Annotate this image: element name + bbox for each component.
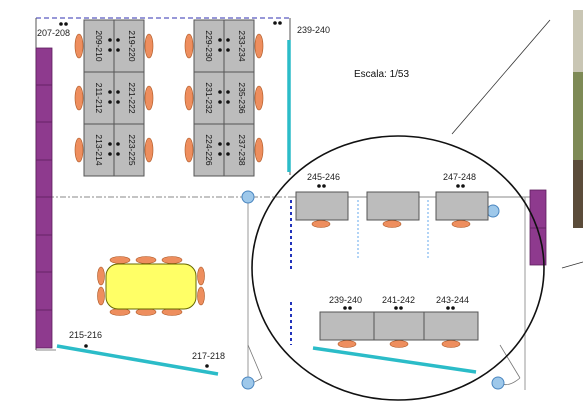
seat-label-243-244: 243-244: [436, 295, 469, 305]
column-marker: [486, 204, 500, 218]
meeting-table: [97, 256, 205, 316]
desk-label: 237-238: [237, 134, 247, 165]
desk-block-right: [184, 19, 264, 177]
leader-line-top: [451, 19, 551, 135]
desk-label: 229-230: [204, 30, 214, 61]
desk-label: 219-220: [127, 30, 137, 61]
desk-label: 223-225: [127, 134, 137, 165]
desk-label: 213-214: [94, 134, 104, 165]
seat-label-247-248: 247-248: [443, 172, 476, 182]
desk-label: 235-236: [237, 82, 247, 113]
seat-label-245-246: 245-246: [307, 172, 340, 182]
occupancy-dots: [59, 21, 282, 368]
cabinet-column-left: [35, 47, 53, 349]
door-swing-right: [499, 344, 521, 386]
seat-label-239-240-bottom: 239-240: [329, 295, 362, 305]
inset-photo-top: [573, 10, 583, 72]
inset-photo-middle: [573, 72, 583, 160]
column-marker: [241, 376, 255, 390]
desk-row-lower-right: [319, 306, 479, 348]
desk-label: 211-212: [94, 83, 104, 114]
seat-label-239-240-top: 239-240: [297, 25, 330, 35]
desk-label: 224-226: [204, 134, 214, 165]
seat-label-215-216: 215-216: [69, 330, 102, 340]
cyan-partition-bottom-right: [312, 346, 477, 374]
desk-row-upper-right: [295, 184, 489, 228]
seat-label-207-208: 207-208: [37, 28, 70, 38]
scale-label: Escala: 1/53: [354, 69, 409, 80]
column-marker: [491, 376, 505, 390]
desk-label: 233-234: [237, 30, 247, 61]
desk-block-left: [74, 19, 154, 177]
desk-label: 221-222: [127, 82, 137, 113]
inset-photo-bottom: [573, 160, 583, 228]
highlight-ellipse: [251, 135, 545, 401]
desk-label: 231-232: [204, 82, 214, 113]
seat-label-241-242: 241-242: [382, 295, 415, 305]
seat-label-217-218: 217-218: [192, 351, 225, 361]
cyan-partition-bottom-left: [56, 344, 219, 376]
leader-line-right: [561, 261, 583, 269]
column-marker: [241, 190, 255, 204]
desk-label: 209-210: [94, 30, 104, 61]
